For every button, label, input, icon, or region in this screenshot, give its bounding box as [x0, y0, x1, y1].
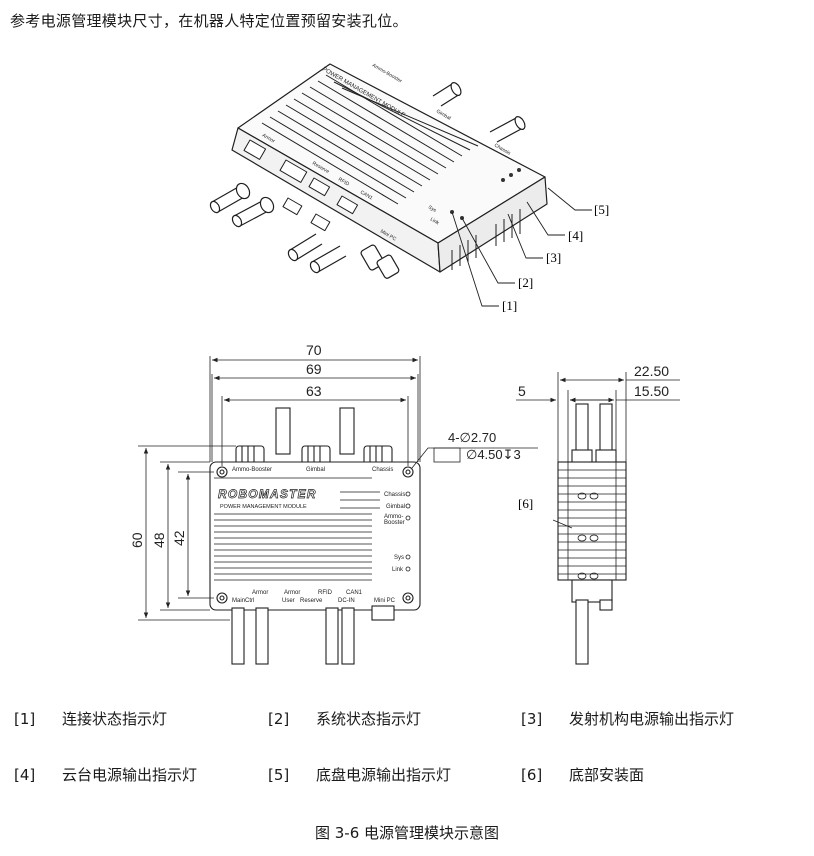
iso-ports [243, 139, 359, 232]
figure-caption: 图 3-6 电源管理模块示意图 [314, 824, 500, 842]
front-bottom-cables [231, 605, 395, 665]
figure-drawing: POWER MANAGEMENT MODULE Ammo-Booster Gim… [129, 63, 680, 665]
callout-5: [5] [594, 202, 609, 217]
dim-side-offset: 5 [518, 383, 526, 399]
legend-item-3: [3] 发射机构电源输出指示灯 [521, 708, 734, 729]
front-port-ammo-booster: Ammo-Booster [232, 467, 272, 473]
front-view [209, 407, 421, 665]
legend-label: 底盘电源输出指示灯 [316, 766, 452, 784]
isometric-view: POWER MANAGEMENT MODULE Ammo-Booster Gim… [209, 63, 592, 307]
intro-text: 参考电源管理模块尺寸，在机器人特定位置预留安装孔位。 [10, 12, 408, 30]
legend-item-6: [6] 底部安装面 [521, 764, 644, 785]
front-holes [216, 466, 414, 604]
iso-leaders [451, 187, 592, 307]
front-indicator-gimbal: Gimbal [386, 504, 405, 510]
callout-2: [2] [518, 275, 533, 290]
legend-item-5: [5] 底盘电源输出指示灯 [268, 764, 451, 785]
legend-num: [3] [521, 710, 543, 728]
front-module-name: POWER MANAGEMENT MODULE [220, 504, 307, 510]
front-port-armor-2: Armor [284, 590, 300, 596]
dim-side-total: 22.50 [634, 363, 669, 379]
svg-text:Sys: Sys [427, 205, 438, 215]
legend-num: [1] [14, 710, 36, 728]
legend-num: [2] [268, 710, 290, 728]
legend-label: 云台电源输出指示灯 [62, 766, 198, 784]
dim-hole-spec-2: ∅4.50↧3 [466, 447, 521, 462]
front-top-cables [235, 407, 393, 465]
front-indicators [405, 491, 411, 572]
iso-cables-back [432, 82, 526, 143]
iso-cables-front [209, 182, 400, 279]
front-fins [214, 477, 380, 581]
front-port-user: User [282, 598, 295, 604]
legend-label: 系统状态指示灯 [316, 710, 422, 728]
front-indicator-link: Link [392, 567, 404, 573]
dim-side-partial: 15.50 [634, 383, 669, 399]
legend-num: [5] [268, 766, 290, 784]
legend-item-1: [1] 连接状态指示灯 [14, 708, 167, 729]
legend-label: 发射机构电源输出指示灯 [569, 710, 735, 728]
front-port-rfid: RFID [318, 590, 333, 596]
callout-4: [4] [568, 228, 583, 243]
svg-text:CAN1: CAN1 [359, 190, 374, 202]
iso-right-face [437, 176, 548, 273]
iso-fins [261, 74, 479, 205]
front-port-armor-1: Armor [252, 590, 268, 596]
svg-text:RFID: RFID [337, 177, 350, 188]
front-dimensions [138, 356, 538, 621]
front-indicator-sys: Sys [394, 555, 404, 561]
dim-width-holes: 63 [306, 383, 322, 399]
front-port-reserve: Reserve [300, 598, 323, 604]
legend-label: 底部安装面 [569, 766, 645, 784]
svg-text:Link: Link [429, 217, 440, 227]
front-port-chassis: Chassis [372, 467, 393, 473]
legend-item-2: [2] 系统状态指示灯 [268, 708, 421, 729]
front-brand-logo: ROBOMASTER [218, 487, 317, 501]
front-indicator-chassis: Chassis [384, 492, 405, 498]
side-fins [558, 462, 626, 580]
front-body [209, 461, 421, 611]
front-port-can1: CAN1 [346, 590, 363, 596]
svg-text:Gimbal: Gimbal [435, 109, 452, 122]
legend-num: [4] [14, 766, 36, 784]
side-view [552, 403, 627, 665]
front-port-gimbal: Gimbal [306, 467, 325, 473]
front-port-mini-pc: Mini PC [374, 598, 396, 604]
svg-text:Ammo-Booster: Ammo-Booster [371, 63, 403, 85]
dim-width-body: 69 [306, 361, 322, 377]
svg-text:Booster: Booster [384, 520, 405, 526]
iso-side-vents [451, 209, 521, 270]
front-port-mainctrl: MainCtrl [232, 598, 254, 604]
dim-height-overall: 60 [129, 532, 145, 548]
dim-height-holes: 42 [171, 530, 187, 546]
side-dimensions [516, 372, 680, 462]
legend-num: [6] [521, 766, 543, 784]
front-indicator-ammo-booster: Ammo- [384, 514, 403, 520]
legend-label: 连接状态指示灯 [62, 710, 168, 728]
dim-height-body: 48 [151, 532, 167, 548]
callout-3: [3] [546, 250, 561, 265]
callout-6: [6] [518, 496, 533, 511]
callout-1: [1] [502, 298, 517, 313]
dim-width-overall: 70 [306, 342, 322, 358]
dim-hole-spec-1: 4-∅2.70 [448, 430, 496, 445]
legend-item-4: [4] 云台电源输出指示灯 [14, 764, 197, 785]
front-port-dc-in: DC-IN [338, 598, 355, 604]
